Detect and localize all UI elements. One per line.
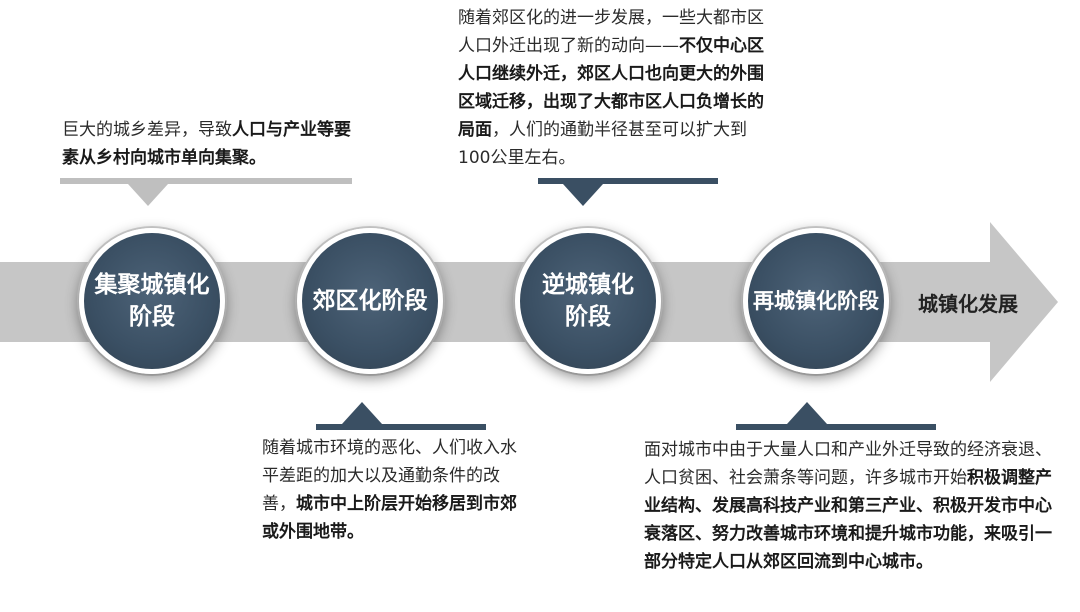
stage-label: 郊区化阶段 xyxy=(312,288,428,314)
stage2-text-plain: 随着城市环境的恶化、人们收入水平差距的加大以及通勤条件的改善， xyxy=(262,438,517,514)
stage-label: 再城镇化阶段 xyxy=(753,289,879,313)
stage1-bar xyxy=(60,178,352,184)
stage3-text-plain: 随着郊区化的进一步发展，一些大都市区人口外迁出现了新的动向—— xyxy=(458,8,764,56)
stage3-description: 随着郊区化的进一步发展，一些大都市区人口外迁出现了新的动向——不仅中心区人口继续… xyxy=(458,4,774,172)
stage-circle-counter-urbanization: 逆城镇化阶段 xyxy=(515,228,661,374)
stage-circle-suburbanization: 郊区化阶段 xyxy=(297,228,443,374)
stage4-pointer xyxy=(787,402,827,424)
stage1-pointer xyxy=(128,184,168,206)
stage3-text-plain-2: ，人们的通勤半径甚至可以扩大到100公里左右。 xyxy=(458,120,747,168)
stage-circle-reurbanization: 再城镇化阶段 xyxy=(743,228,889,374)
stage3-pointer xyxy=(563,184,603,206)
stage3-text-bold: 不仅中心区人口继续外迁，郊区人口也向更大的外围区域迁移，出现了大都市区人口负增长… xyxy=(458,36,764,140)
stage4-text-bold: 积极调整产业结构、发展高科技产业和第三产业、积极开发市中心衰落区、努力改善城市环… xyxy=(644,468,1052,572)
stage1-text-bold: 人口与产业等要素从乡村向城市单向集聚。 xyxy=(62,120,351,168)
stage1-description: 巨大的城乡差异，导致人口与产业等要素从乡村向城市单向集聚。 xyxy=(62,116,352,172)
stage2-description: 随着城市环境的恶化、人们收入水平差距的加大以及通勤条件的改善，城市中上阶层开始移… xyxy=(262,434,522,546)
stage2-pointer xyxy=(342,402,382,424)
stage2-text-bold: 城市中上阶层开始移居到市郊或外围地带。 xyxy=(262,494,517,542)
end-label: 城镇化发展 xyxy=(918,292,1018,316)
stage4-text-plain: 面对城市中由于大量人口和产业外迁导致的经济衰退、人口贫困、社会萧条等问题，许多城… xyxy=(644,440,1052,488)
stage3-bar xyxy=(538,178,718,184)
stage-label: 集聚城镇化阶段 xyxy=(94,272,210,330)
stage-label: 逆城镇化阶段 xyxy=(542,272,634,330)
stage1-text-plain: 巨大的城乡差异，导致 xyxy=(62,120,232,140)
stage-circle-agglomeration: 集聚城镇化阶段 xyxy=(79,228,225,374)
stage4-bar xyxy=(736,424,936,430)
stage4-description: 面对城市中由于大量人口和产业外迁导致的经济衰退、人口贫困、社会萧条等问题，许多城… xyxy=(644,436,1054,576)
stage2-bar xyxy=(316,424,486,430)
